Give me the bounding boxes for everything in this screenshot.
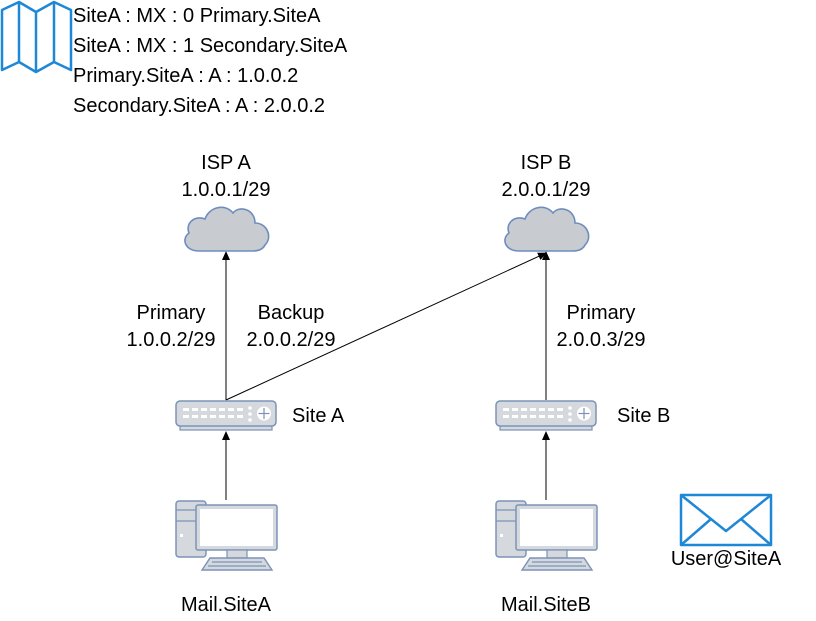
dns-record: SiteA : MX : 1 Secondary.SiteA: [73, 35, 348, 57]
cloud-icon-isp-a[interactable]: [184, 206, 270, 252]
router-icon-site-b[interactable]: [495, 400, 597, 431]
computer-icon-mail-site-a[interactable]: [175, 500, 278, 571]
router-icon-site-a[interactable]: [175, 400, 277, 431]
isp-a-address: 1.0.0.1/29: [181, 179, 271, 201]
computer-icon-mail-site-b[interactable]: [495, 500, 598, 571]
site-b-primary-label: Primary: [566, 302, 636, 324]
dns-record: SiteA : MX : 0 Primary.SiteA: [73, 5, 321, 27]
dns-record: Secondary.SiteA : A : 2.0.0.2: [73, 95, 326, 117]
site-a-primary-label: Primary: [136, 302, 206, 324]
router-site-b-label: Site B: [617, 405, 671, 427]
isp-a-name: ISP A: [201, 152, 251, 174]
cloud-icon-isp-b[interactable]: [504, 206, 590, 252]
link-site-a-backup[interactable]: [225, 252, 547, 401]
user-email-label: User@SiteA: [670, 548, 782, 570]
mail-site-a-label: Mail.SiteA: [180, 594, 272, 616]
site-a-primary-address: 1.0.0.2/29: [126, 329, 216, 351]
site-a-backup-address: 2.0.0.2/29: [246, 329, 336, 351]
isp-b-name: ISP B: [520, 152, 572, 174]
map-icon: [0, 0, 73, 74]
envelope-icon[interactable]: [679, 493, 773, 547]
site-b-primary-address: 2.0.0.3/29: [556, 329, 646, 351]
router-site-a-label: Site A: [292, 405, 345, 427]
site-a-backup-label: Backup: [257, 302, 325, 324]
mail-site-b-label: Mail.SiteB: [500, 594, 592, 616]
dns-record: Primary.SiteA : A : 1.0.0.2: [73, 65, 299, 87]
isp-b-address: 2.0.0.1/29: [501, 179, 591, 201]
